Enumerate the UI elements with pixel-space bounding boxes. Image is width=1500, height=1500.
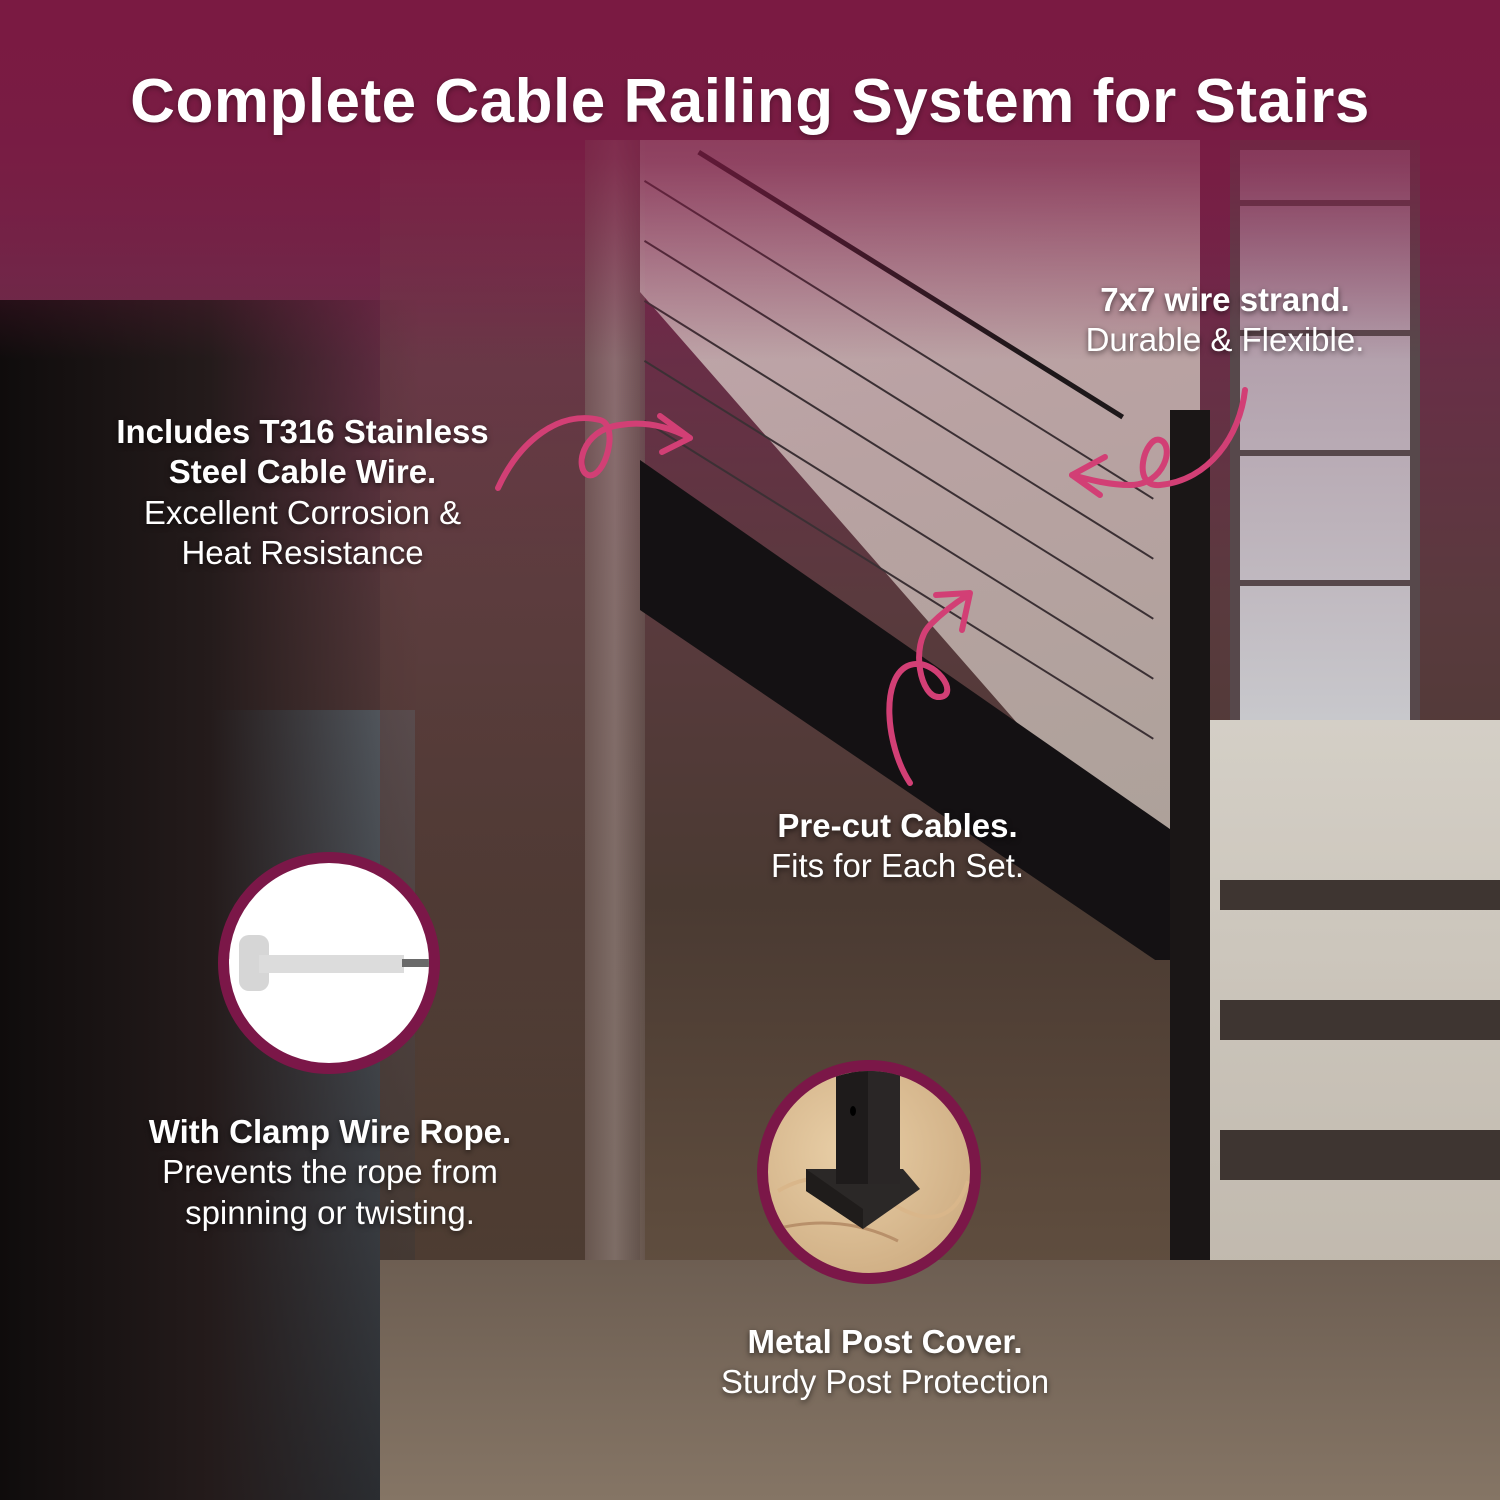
callout-heading: Metal Post Cover.	[747, 1323, 1023, 1360]
callout-body: Fits for Each Set.	[770, 847, 1025, 885]
callout-post-cover: Metal Post Cover. Sturdy Post Protection	[680, 1322, 1090, 1403]
stair-step	[1220, 880, 1500, 910]
callout-t316: Includes T316 Stainless Steel Cable Wire…	[95, 412, 510, 573]
callout-body: spinning or twisting.	[185, 1193, 475, 1231]
post-cover-badge	[757, 1060, 981, 1284]
callout-heading: Steel Cable Wire.	[168, 453, 437, 491]
callout-heading: With Clamp Wire Rope.	[148, 1113, 512, 1150]
stair-step	[1220, 1130, 1500, 1180]
page-title: Complete Cable Railing System for Stairs	[130, 67, 1370, 136]
post-cover-icon	[768, 1071, 970, 1243]
window-bar	[1240, 580, 1410, 586]
window-bar	[1240, 450, 1410, 456]
callout-body: Prevents the rope from	[162, 1153, 498, 1191]
callout-body: Excellent Corrosion &	[143, 493, 462, 531]
clamp-badge	[218, 852, 440, 1074]
callout-body: Durable & Flexible.	[1085, 321, 1365, 359]
callout-body: Heat Resistance	[181, 533, 424, 571]
callout-clamp: With Clamp Wire Rope. Prevents the rope …	[110, 1112, 550, 1233]
callout-strand: 7x7 wire strand. Durable & Flexible.	[1050, 280, 1400, 361]
callout-heading: Pre-cut Cables.	[777, 807, 1018, 844]
callout-heading: Includes T316 Stainless	[116, 413, 489, 450]
wire-rope-clamp-icon	[229, 935, 429, 991]
stair-step	[1220, 1000, 1500, 1040]
callout-heading: 7x7 wire strand.	[1100, 281, 1350, 318]
floor	[380, 1260, 1500, 1500]
top-maroon-overlay	[0, 0, 1500, 360]
curly-arrow-right-icon	[495, 413, 693, 491]
newel-post	[1170, 410, 1210, 1410]
callout-body: Sturdy Post Protection	[720, 1363, 1050, 1401]
curly-arrow-left-icon	[1069, 387, 1248, 498]
curly-arrow-up-icon	[886, 590, 973, 786]
callout-precut: Pre-cut Cables. Fits for Each Set.	[735, 806, 1060, 887]
